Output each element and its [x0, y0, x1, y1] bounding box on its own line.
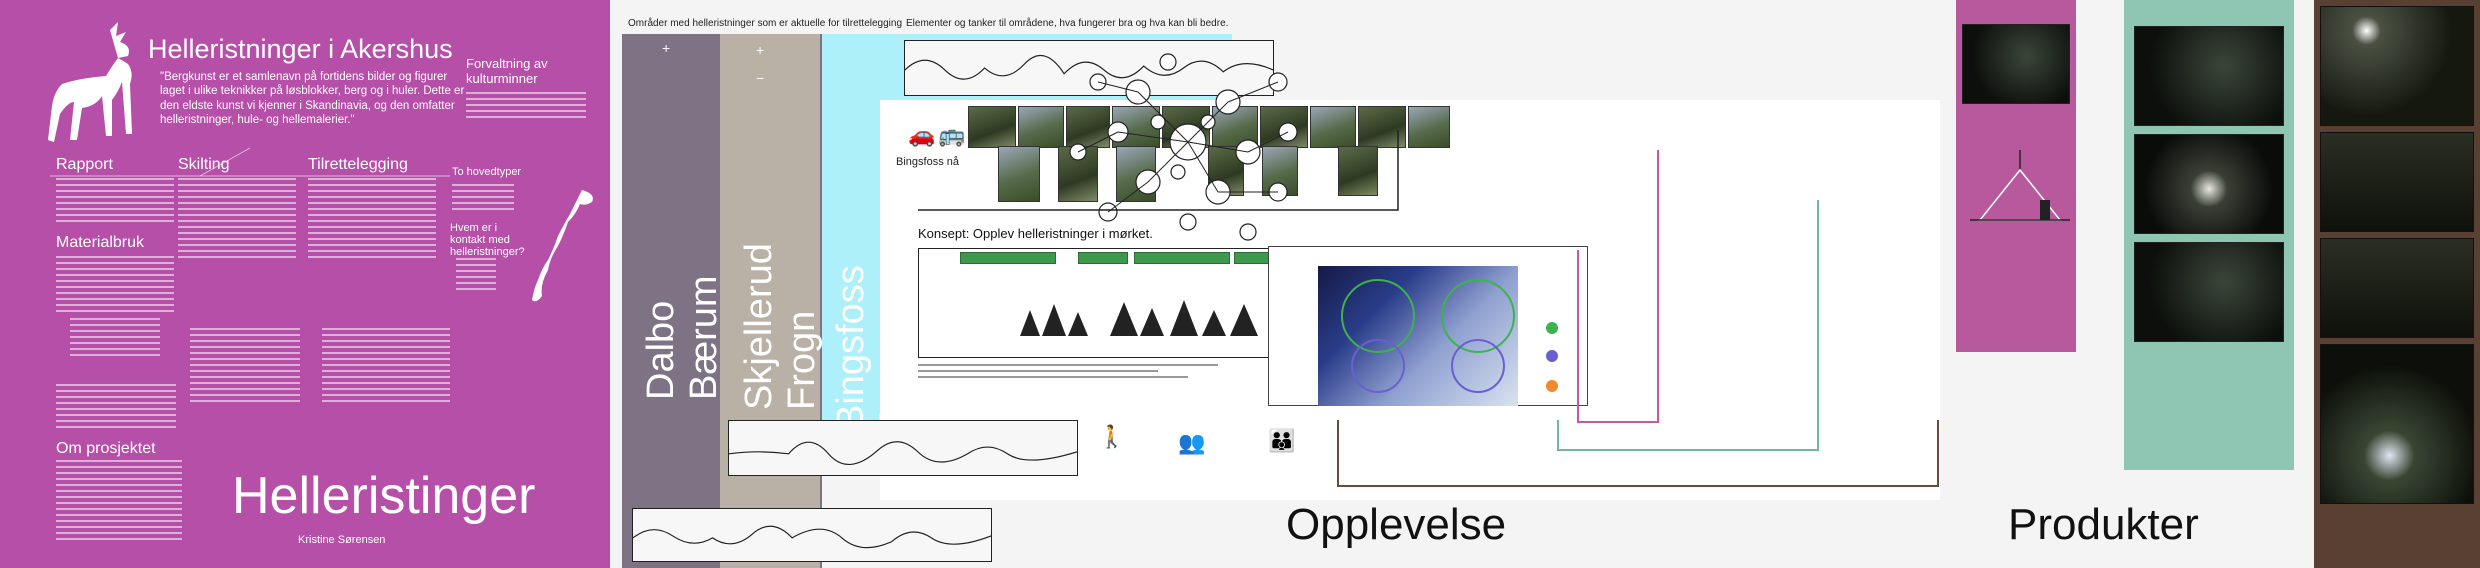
timeline-graph-bottom [632, 508, 992, 562]
night-photo [2134, 26, 2284, 126]
skjellerud-strip [720, 34, 820, 568]
sign-photo [998, 146, 1040, 202]
skilting-text-block [178, 178, 296, 262]
section-rapport: Rapport [56, 156, 113, 173]
mind-map [1069, 53, 1298, 241]
legend-purple-dot [1546, 350, 1558, 362]
poster-big-title: Helleristinger [232, 467, 536, 525]
forvaltning-text-block [466, 92, 586, 122]
poster-author: Kristine Sørensen [298, 534, 386, 546]
group-silhouette-icon: 👥 [1178, 430, 1206, 455]
night-photo [1962, 24, 2070, 104]
legend-green-dot [1546, 322, 1558, 334]
poster-panel: Helleristninger i Akershus "Bergkunst er… [0, 0, 610, 568]
phase-bar [960, 252, 1056, 264]
materialbruk-text-block [56, 256, 174, 316]
phase-bar [1134, 252, 1230, 264]
section-tilrettelegging: Tilrettelegging [308, 156, 408, 173]
opplevelse-label: Opplevelse [1286, 500, 1507, 549]
forest-photo [2320, 238, 2474, 338]
skjellerud-plus-icon: + [756, 42, 765, 58]
norway-map-icon [532, 190, 593, 302]
timeline-graph-middle [728, 420, 1078, 476]
night-photo [2134, 242, 2284, 342]
dalbo-plus-icon: + [662, 40, 671, 56]
tilrettelegging-list [322, 328, 450, 406]
section-skilting: Skilting [178, 156, 230, 173]
bingsfoss-now-label: Bingsfoss nå [896, 156, 959, 168]
poster-title: Helleristninger i Akershus [148, 34, 453, 64]
experience-diagram: Områder med helleristninger som er aktue… [618, 0, 2199, 568]
forest-projection-photo [2320, 344, 2474, 504]
concept-notes [918, 360, 1218, 400]
timeline-graph-top [904, 40, 1274, 96]
legend-orange-dot [1546, 380, 1558, 392]
concept-title: Konsept: Opplev helleristninger i mørket… [918, 226, 1153, 241]
areas-heading: Områder med helleristninger som er aktue… [628, 18, 903, 29]
skjellerud-minus-icon: − [756, 70, 765, 86]
tilrettelegging-text-block [308, 178, 436, 262]
produkter-label: Produkter [2008, 500, 2199, 549]
materialbruk-list [70, 318, 160, 360]
family-silhouette-icon: 👪 [1268, 428, 1296, 453]
site-photo [1358, 106, 1406, 148]
heatmap-circles [1341, 279, 1515, 393]
experience-heatmap [1318, 266, 1518, 406]
poster-quote: "Bergkunst er et samlenavn på fortidens … [160, 71, 465, 127]
hvem-list [456, 258, 496, 294]
forest-photo [2320, 132, 2474, 232]
deer-petroglyph-icon [48, 22, 132, 142]
hovedtyper-text-block [452, 184, 514, 214]
dalbo-label: Dalbo Bærum [640, 275, 725, 400]
site-photo [968, 106, 1016, 148]
tree-silhouettes [1020, 300, 1258, 336]
phase-bar [1078, 252, 1128, 264]
site-photo [1338, 146, 1378, 196]
projector-sketch [1970, 150, 2070, 221]
forest-photo [2320, 6, 2474, 126]
project-summary-block [56, 384, 176, 432]
section-materialbruk: Materialbruk [56, 234, 145, 251]
person-silhouette-icon: 🚶 [1098, 424, 1126, 449]
car-icon: 🚗 [908, 122, 936, 147]
section-connector-lines [50, 147, 450, 177]
site-photo [1408, 106, 1450, 148]
bus-icon: 🚌 [938, 122, 966, 147]
skjellerud-label: Skjellerud Frogn [738, 243, 823, 410]
section-hvem: Hvem er i kontakt med helleristninger? [450, 222, 525, 258]
section-om-prosjektet: Om prosjektet [56, 440, 156, 457]
skilting-list [190, 328, 300, 406]
section-forvaltning: Forvaltning av kulturminner [466, 56, 548, 86]
elements-heading: Elementer og tanker til områdene, hva fu… [906, 18, 1229, 29]
om-prosjektet-text-block [56, 460, 182, 544]
rapport-text-block [56, 178, 174, 226]
lit-rock-photo [2134, 134, 2284, 234]
section-to-hovedtyper: To hovedtyper [452, 166, 522, 178]
